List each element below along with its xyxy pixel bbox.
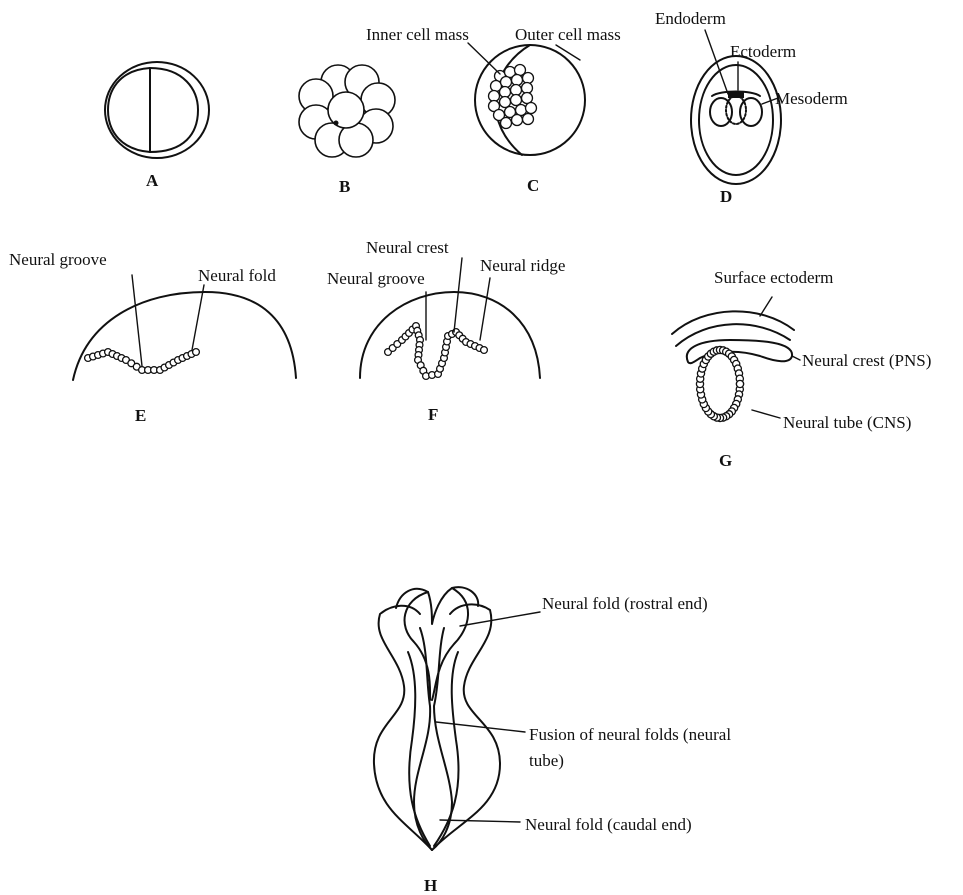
caudal-neural-fold-label: Neural fold (caudal end) (525, 815, 692, 834)
cell-bead (736, 380, 743, 387)
neural-ridge-label-f: Neural ridge (480, 256, 565, 275)
panel-h-neural-fold-fusion: Neural fold (rostral end) Fusion of neur… (374, 587, 731, 895)
neural-groove-label-f: Neural groove (327, 269, 425, 288)
surface-ectoderm-label: Surface ectoderm (714, 268, 833, 287)
panel-e-neural-groove: Neural groove Neural fold E (9, 250, 296, 425)
ectoderm-label: Ectoderm (730, 42, 796, 61)
panel-b-label: B (339, 177, 350, 196)
neural-groove-label-e: Neural groove (9, 250, 107, 269)
neural-fold-cells (385, 323, 488, 380)
rostral-neural-fold-label: Neural fold (rostral end) (542, 594, 708, 613)
panel-f-neural-crest: Neural crest Neural groove Neural ridge … (327, 238, 565, 424)
panel-c-label: C (527, 176, 539, 195)
cell-bead (193, 349, 200, 356)
endoderm-label: Endoderm (655, 9, 726, 28)
neural-tube-cells (696, 346, 743, 421)
panel-a-two-cell-stage: A (105, 62, 209, 190)
panel-b-morula: B (299, 65, 395, 196)
inner-cell-mass-label: Inner cell mass (366, 25, 469, 44)
mesoderm-label: Mesoderm (775, 89, 848, 108)
panel-c-blastocyst: Inner cell mass Outer cell mass C (366, 25, 621, 195)
panel-e-label: E (135, 406, 146, 425)
inner-cell-mass-cells (489, 65, 537, 129)
panel-g-label: G (719, 451, 732, 470)
fusion-neural-folds-label-line1: Fusion of neural folds (neural (529, 725, 731, 744)
neural-crest-pns-label: Neural crest (PNS) (802, 351, 931, 370)
panel-d-germ-layers: Endoderm Ectoderm Mesoderm D (655, 9, 848, 206)
panel-h-label: H (424, 876, 437, 895)
panel-d-label: D (720, 187, 732, 206)
cell-bead (481, 347, 488, 354)
fusion-neural-folds-label-line2: tube) (529, 751, 564, 770)
neural-crest-label-f: Neural crest (366, 238, 449, 257)
neural-fold-label-e: Neural fold (198, 266, 276, 285)
panel-f-label: F (428, 405, 438, 424)
panel-g-neural-tube: Surface ectoderm Neural crest (PNS) Neur… (672, 268, 931, 470)
panel-a-label: A (146, 171, 159, 190)
neural-tube-cns-label: Neural tube (CNS) (783, 413, 911, 432)
outer-cell-mass-label: Outer cell mass (515, 25, 621, 44)
